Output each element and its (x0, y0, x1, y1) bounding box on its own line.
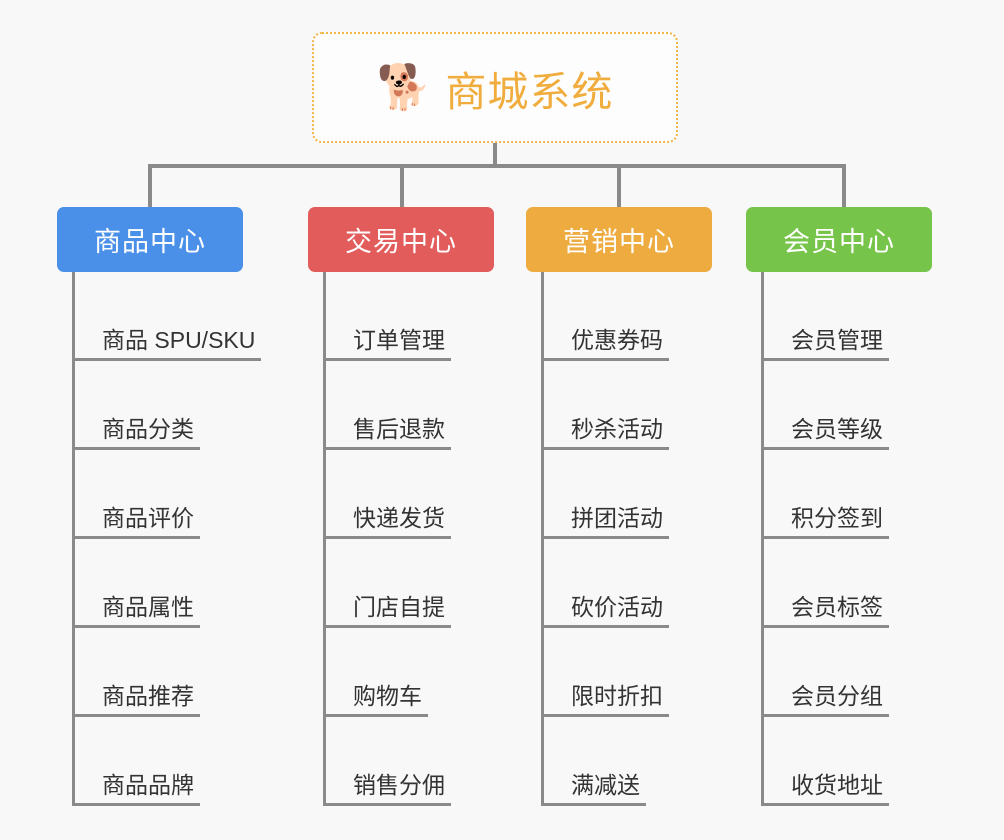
leaf-label: 商品评价 (72, 505, 200, 539)
leaf-label: 会员管理 (761, 327, 889, 361)
leaf-item[interactable]: 商品分类 (72, 361, 200, 450)
branch-header-3[interactable]: 营销中心 (526, 207, 712, 272)
branch-spine (72, 272, 75, 806)
branch-column-2: 交易中心 订单管理 售后退款 快递发货 门店自提 购物车 销售分佣 (308, 207, 494, 806)
leaf-label: 积分签到 (761, 505, 889, 539)
leaf-label: 拼团活动 (541, 505, 669, 539)
leaf-item[interactable]: 会员标签 (761, 539, 889, 628)
leaf-item[interactable]: 会员等级 (761, 361, 889, 450)
leaf-item[interactable]: 收货地址 (761, 717, 889, 806)
leaf-item[interactable]: 积分签到 (761, 450, 889, 539)
leaf-item[interactable]: 满减送 (541, 717, 646, 806)
leaf-label: 商品推荐 (72, 683, 200, 717)
branch-header-label: 交易中心 (345, 227, 457, 257)
leaf-item[interactable]: 销售分佣 (323, 717, 451, 806)
branch-spine (541, 272, 544, 806)
leaf-item[interactable]: 拼团活动 (541, 450, 669, 539)
branch-spine (761, 272, 764, 806)
shiba-dog-face-icon: 🐕 (376, 62, 432, 112)
leaf-label: 砍价活动 (541, 594, 669, 628)
connector-drop-1 (148, 164, 152, 209)
branch-column-1: 商品中心 商品 SPU/SKU 商品分类 商品评价 商品属性 商品推荐 商品品牌 (57, 207, 262, 806)
branch-column-3: 营销中心 优惠券码 秒杀活动 拼团活动 砍价活动 限时折扣 满减送 (526, 207, 712, 806)
leaf-label: 会员分组 (761, 683, 889, 717)
connector-drop-2 (400, 164, 404, 209)
leaf-label: 秒杀活动 (541, 416, 669, 450)
branch-items-3: 优惠券码 秒杀活动 拼团活动 砍价活动 限时折扣 满减送 (526, 272, 712, 806)
connector-drop-4 (842, 164, 846, 209)
leaf-label: 购物车 (323, 683, 428, 717)
leaf-item[interactable]: 会员管理 (761, 272, 889, 361)
leaf-item[interactable]: 会员分组 (761, 628, 889, 717)
leaf-label: 快递发货 (323, 505, 451, 539)
branch-header-label: 商品中心 (94, 227, 206, 257)
branch-header-label: 营销中心 (563, 227, 675, 257)
leaf-item[interactable]: 商品评价 (72, 450, 200, 539)
branch-spine (323, 272, 326, 806)
leaf-label: 限时折扣 (541, 683, 669, 717)
leaf-label: 销售分佣 (323, 772, 451, 806)
branch-header-2[interactable]: 交易中心 (308, 207, 494, 272)
leaf-label: 会员标签 (761, 594, 889, 628)
leaf-item[interactable]: 商品品牌 (72, 717, 200, 806)
leaf-label: 满减送 (541, 772, 646, 806)
branch-items-1: 商品 SPU/SKU 商品分类 商品评价 商品属性 商品推荐 商品品牌 (57, 272, 262, 806)
connector-root-stem (493, 143, 497, 166)
branch-header-1[interactable]: 商品中心 (57, 207, 243, 272)
leaf-label: 门店自提 (323, 594, 451, 628)
leaf-item[interactable]: 门店自提 (323, 539, 451, 628)
branch-column-4: 会员中心 会员管理 会员等级 积分签到 会员标签 会员分组 收货地址 (746, 207, 932, 806)
branch-header-label: 会员中心 (783, 227, 895, 257)
leaf-item[interactable]: 商品 SPU/SKU (72, 272, 262, 361)
branch-items-4: 会员管理 会员等级 积分签到 会员标签 会员分组 收货地址 (746, 272, 932, 806)
leaf-item[interactable]: 订单管理 (323, 272, 451, 361)
leaf-item[interactable]: 快递发货 (323, 450, 451, 539)
branch-header-4[interactable]: 会员中心 (746, 207, 932, 272)
leaf-item[interactable]: 购物车 (323, 628, 428, 717)
leaf-item[interactable]: 限时折扣 (541, 628, 669, 717)
leaf-label: 会员等级 (761, 416, 889, 450)
leaf-item[interactable]: 砍价活动 (541, 539, 669, 628)
root-title: 商城系统 (445, 68, 614, 115)
root-node[interactable]: 🐕 商城系统 (312, 32, 678, 143)
leaf-item[interactable]: 售后退款 (323, 361, 451, 450)
leaf-item[interactable]: 秒杀活动 (541, 361, 669, 450)
leaf-label: 收货地址 (761, 772, 889, 806)
leaf-label: 商品 SPU/SKU (72, 327, 262, 361)
branch-items-2: 订单管理 售后退款 快递发货 门店自提 购物车 销售分佣 (308, 272, 494, 806)
leaf-label: 订单管理 (323, 327, 451, 361)
leaf-label: 商品品牌 (72, 772, 200, 806)
connector-drop-3 (617, 164, 621, 209)
leaf-label: 优惠券码 (541, 327, 669, 361)
leaf-label: 售后退款 (323, 416, 451, 450)
connector-bus (148, 164, 846, 168)
leaf-label: 商品分类 (72, 416, 200, 450)
leaf-item[interactable]: 优惠券码 (541, 272, 669, 361)
leaf-item[interactable]: 商品推荐 (72, 628, 200, 717)
leaf-item[interactable]: 商品属性 (72, 539, 200, 628)
leaf-label: 商品属性 (72, 594, 200, 628)
